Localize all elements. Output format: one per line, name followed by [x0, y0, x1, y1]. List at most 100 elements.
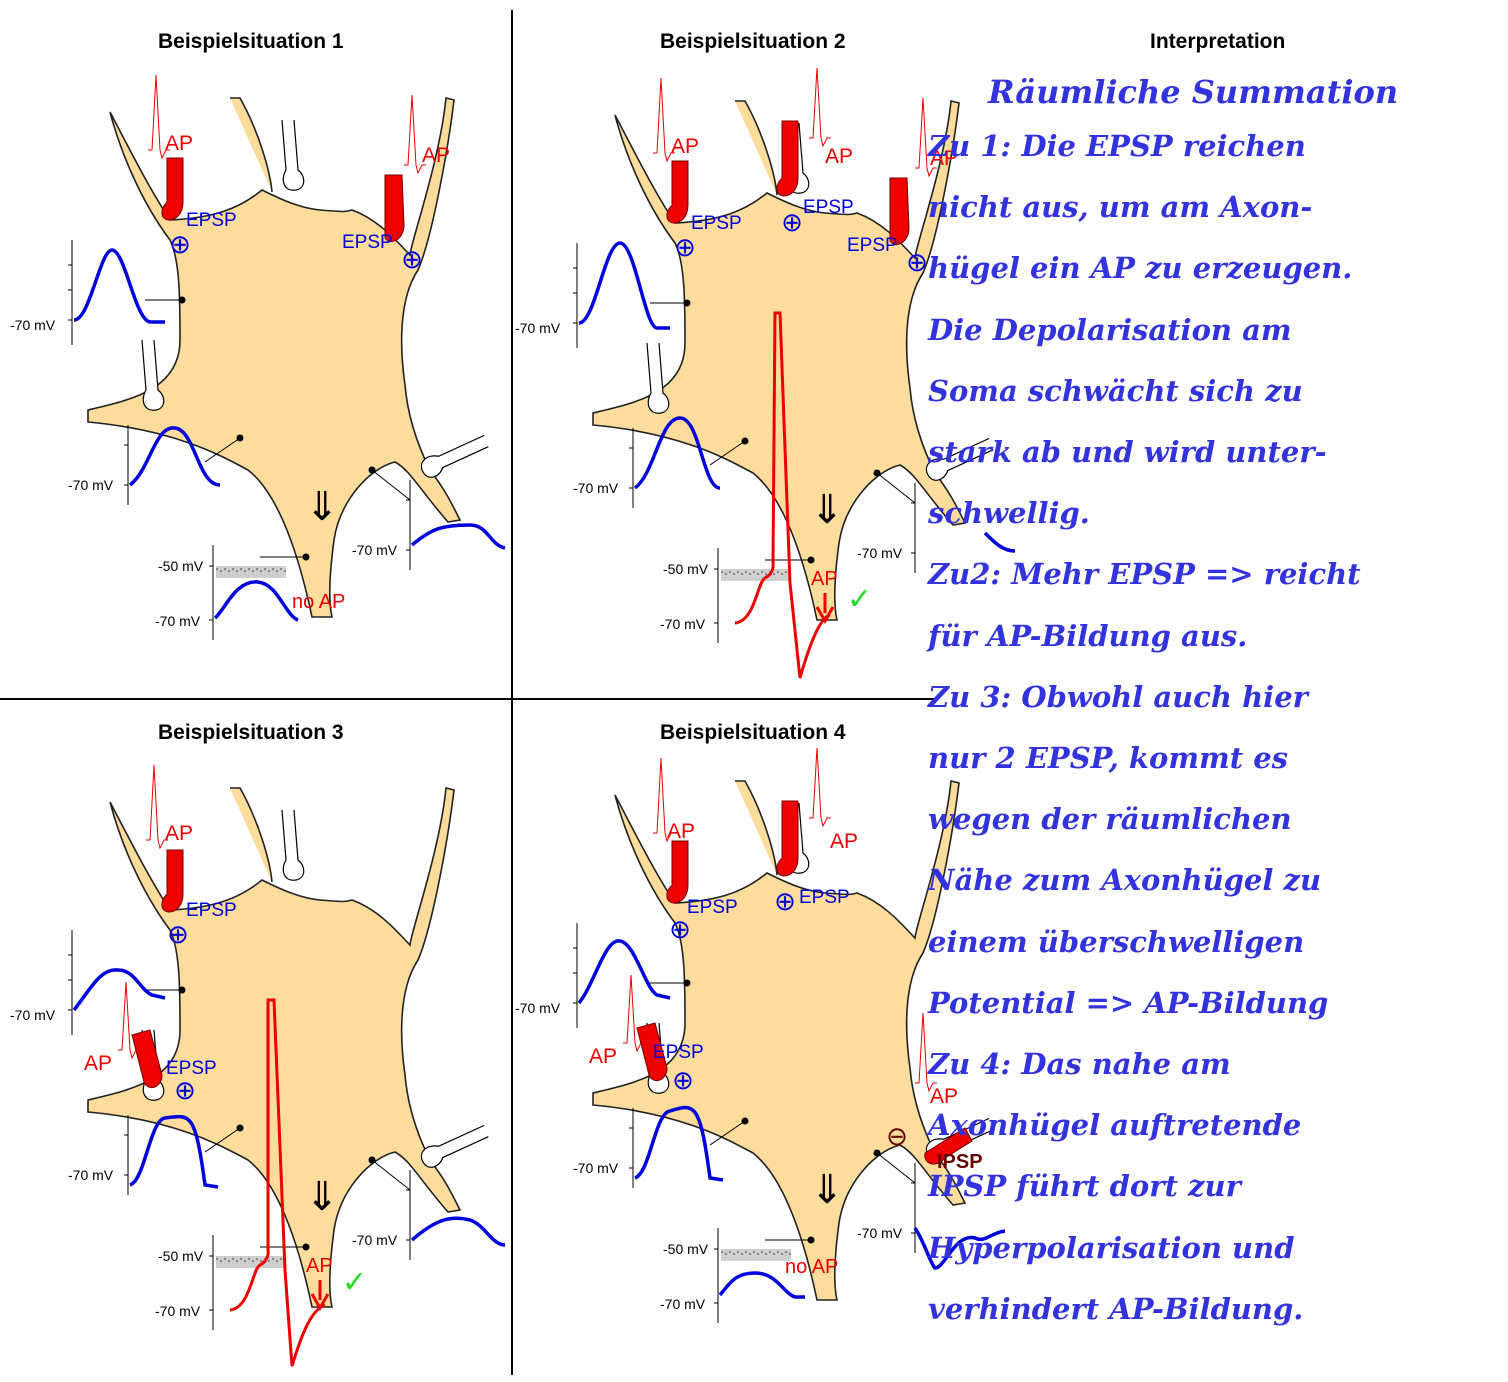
interpretation-heading: Räumliche Summation [928, 68, 1508, 116]
threshold-dot [781, 1253, 783, 1255]
no-ap-label: no AP [785, 1256, 838, 1278]
threshold-dot [244, 570, 246, 572]
threshold-dot [749, 573, 751, 575]
voltage-label: -50 mV [158, 1248, 204, 1264]
interpretation-line: hügel ein AP zu erzeugen. [928, 238, 1508, 299]
interpretation-line: Potential => AP-Bildung [928, 973, 1508, 1034]
threshold-dot [721, 571, 723, 573]
voltage-label: -50 mV [663, 561, 709, 577]
threshold-dot [729, 1251, 731, 1253]
recording-pointer [372, 1160, 410, 1190]
epsp-label: EPSP [847, 235, 898, 256]
threshold-dot [741, 573, 743, 575]
recording-pointer [877, 473, 915, 503]
interpretation-line: einem überschwelligen [928, 912, 1508, 973]
threshold-dot [753, 1251, 755, 1253]
threshold-dot [248, 568, 250, 570]
threshold-dot [725, 1253, 727, 1255]
recording-pointer-dot [303, 1244, 310, 1251]
ap-label: AP [830, 830, 858, 853]
epsp-label: EPSP [653, 1042, 704, 1063]
panel-2-title: Beispielsituation 2 [660, 30, 846, 54]
recording-pointer-dot [179, 987, 186, 994]
recording-pointer-dot [369, 467, 376, 474]
voltage-label: -70 mV [573, 1160, 619, 1176]
threshold-dot [769, 1251, 771, 1253]
threshold-dot [272, 568, 274, 570]
interpretation-title: Interpretation [1150, 30, 1285, 54]
voltage-label: -70 mV [573, 480, 619, 496]
epsp-label: EPSP [186, 900, 237, 921]
threshold-dot [220, 570, 222, 572]
panel-1-situation: ⇓-70 mV-70 mV-70 mV-50 mV-70 mVAPAPEPSPE… [10, 75, 505, 640]
epsp-trace [579, 243, 670, 328]
epsp-label: EPSP [691, 213, 742, 234]
threshold-band [216, 1256, 286, 1268]
panel-3-title: Beispielsituation 3 [158, 721, 344, 745]
threshold-band [721, 569, 791, 581]
panel-1-title: Beispielsituation 1 [158, 30, 344, 54]
threshold-dot [276, 1260, 278, 1262]
interpretation-line: nur 2 EPSP, kommt es [928, 728, 1508, 789]
axon-hillock-arrow: ⇓ [810, 1168, 844, 1212]
ap-spike [809, 68, 831, 146]
epsp-trace [412, 525, 505, 548]
threshold-dot [260, 570, 262, 572]
threshold-dot [228, 570, 230, 572]
synapse-terminal [418, 435, 491, 479]
threshold-dot [741, 1253, 743, 1255]
voltage-label: -70 mV [68, 1167, 114, 1183]
threshold-dot [781, 573, 783, 575]
voltage-label: -70 mV [515, 320, 561, 336]
voltage-label: -70 mV [352, 1232, 398, 1248]
epsp-trace [579, 941, 670, 1003]
recording-pointer [372, 470, 410, 500]
threshold-dot [280, 1258, 282, 1260]
threshold-dot [216, 1258, 218, 1260]
threshold-dot [232, 568, 234, 570]
threshold-dot [789, 1253, 791, 1255]
threshold-dot [252, 1260, 254, 1262]
upper-dendrite [735, 781, 777, 875]
threshold-dot [785, 1251, 787, 1253]
voltage-label: -70 mV [660, 1296, 706, 1312]
voltage-label: -70 mV [352, 542, 398, 558]
threshold-dot [276, 570, 278, 572]
check-mark: ✓ [342, 1266, 367, 1299]
no-ap-label: no AP [292, 591, 345, 613]
interpretation-line: Zu 3: Obwohl auch hier [928, 667, 1508, 728]
epsp-plus: ⊕ [674, 232, 696, 262]
upper-dendrite [230, 788, 272, 882]
ap-label: AP [165, 132, 193, 155]
epsp-label: EPSP [687, 897, 738, 918]
ipsp-minus: ⊖ [886, 1121, 908, 1151]
recording-pointer-dot [874, 470, 881, 477]
upper-dendrite [230, 98, 272, 192]
presynaptic-arrow [777, 801, 798, 876]
threshold-dot [733, 573, 735, 575]
interpretation-line: Nähe zum Axonhügel zu [928, 850, 1508, 911]
ap-label: AP [306, 1255, 333, 1277]
threshold-dot [753, 571, 755, 573]
epsp-label: EPSP [799, 887, 850, 908]
threshold-dot [236, 570, 238, 572]
epsp-label: EPSP [186, 210, 237, 231]
threshold-dot [256, 568, 258, 570]
interpretation-line: Zu 4: Das nahe am [928, 1034, 1508, 1095]
threshold-dot [240, 568, 242, 570]
recording-pointer-dot [369, 1157, 376, 1164]
threshold-dot [232, 1258, 234, 1260]
epsp-label: EPSP [803, 197, 854, 218]
threshold-dot [264, 568, 266, 570]
threshold-dot [737, 1251, 739, 1253]
interpretation-line: für AP-Bildung aus. [928, 606, 1508, 667]
voltage-label: -50 mV [158, 558, 204, 574]
recording-pointer-dot [303, 554, 310, 561]
epsp-plus: ⊕ [167, 919, 189, 949]
interpretation-line: schwellig. [928, 483, 1508, 544]
ap-label: AP [825, 145, 853, 168]
panel-4-title: Beispielsituation 4 [660, 721, 846, 745]
recording-pointer-dot [237, 1125, 244, 1132]
threshold-dot [729, 571, 731, 573]
